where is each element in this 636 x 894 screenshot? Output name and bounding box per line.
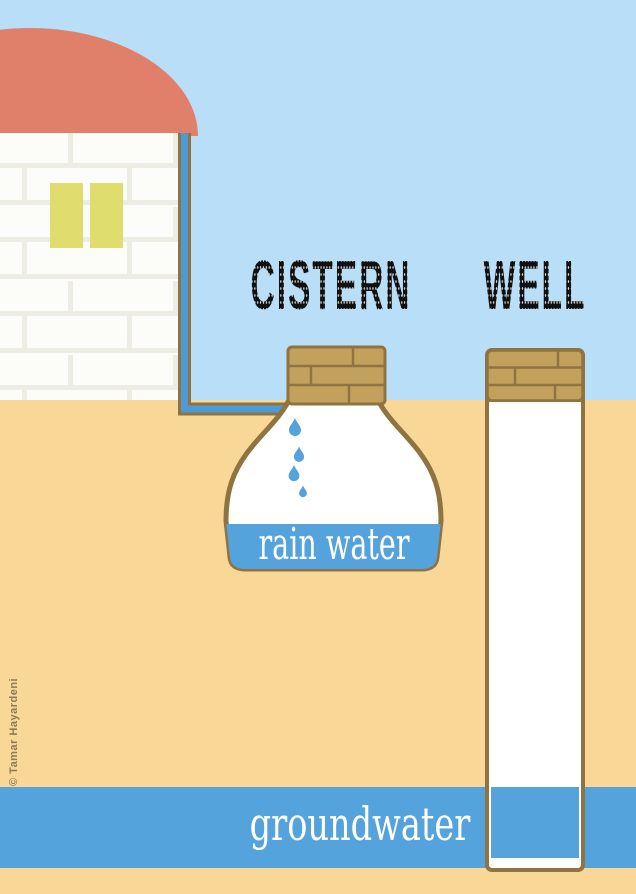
copyright-text: © Tamar Hayardeni xyxy=(8,677,20,786)
groundwater-label: groundwater xyxy=(249,797,471,851)
cistern-title: CISTERN xyxy=(250,246,412,324)
wall-surface xyxy=(0,133,190,402)
well-brick-cap xyxy=(485,348,585,402)
house-window-left xyxy=(50,183,83,248)
pipe-channel xyxy=(181,133,302,413)
water-drop-icon xyxy=(293,446,305,462)
falling-drops xyxy=(288,418,307,498)
downspout-pipe xyxy=(178,133,302,416)
rain-water-label: rain water xyxy=(258,519,410,570)
well-title: WELL xyxy=(483,246,587,324)
water-drop-icon xyxy=(288,465,300,482)
house-dome-roof xyxy=(0,28,198,136)
cistern-illustration xyxy=(223,345,444,572)
cistern-water-level xyxy=(226,524,441,569)
water-drop-icon xyxy=(299,485,307,498)
water-drop-icon xyxy=(289,418,301,436)
house-window-right xyxy=(90,183,123,248)
house-brick-wall xyxy=(0,133,190,402)
well-water-level xyxy=(491,787,579,858)
cistern-brick-cap xyxy=(286,345,387,406)
